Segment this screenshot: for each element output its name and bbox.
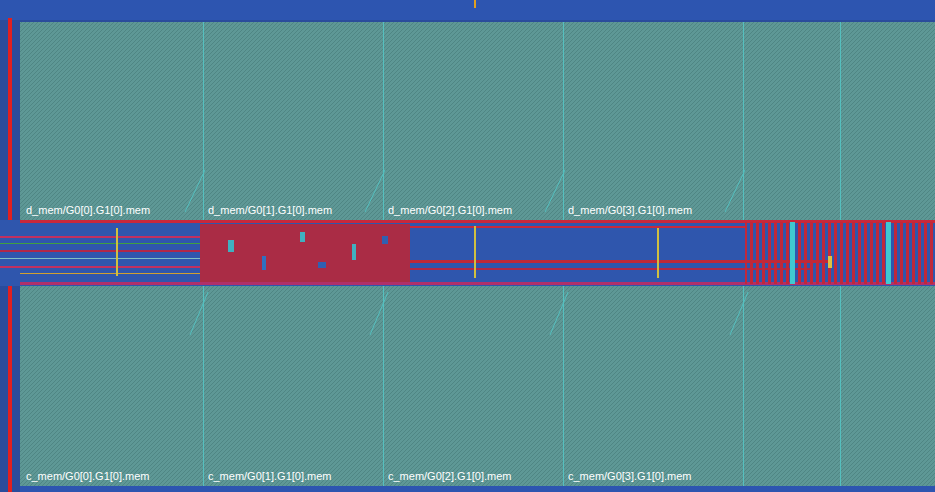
instance-label: d_mem/G0[3].G1[0].mem <box>568 204 692 217</box>
memory-macro: d_mem/G0[3].G1[0].mem <box>564 22 743 220</box>
memory-macro: c_mem/G0[0].G1[0].mem <box>22 286 203 486</box>
macro-hatch <box>20 286 935 486</box>
pin-flyline <box>190 292 208 335</box>
wire <box>410 226 745 228</box>
wire <box>0 243 200 244</box>
pin-flyline <box>545 170 565 212</box>
top-bar <box>0 0 935 20</box>
congestion <box>200 224 410 282</box>
memory-macro: c_mem/G0[2].G1[0].mem <box>384 286 563 486</box>
divider <box>840 22 841 220</box>
memory-macro: c_mem/G0[3].G1[0].mem <box>564 286 743 486</box>
wire <box>828 256 832 268</box>
congestion-spot <box>382 236 388 244</box>
divider <box>563 22 564 220</box>
wire <box>0 258 200 259</box>
marker <box>474 0 476 8</box>
pin-flyline <box>725 170 745 212</box>
divider <box>203 22 204 220</box>
divider <box>840 286 841 486</box>
congestion-spot <box>228 240 234 252</box>
divider <box>563 286 564 486</box>
bottom-bar <box>20 486 935 492</box>
memory-macro: d_mem/G0[2].G1[0].mem <box>384 22 563 220</box>
memory-macro: d_mem/G0[1].G1[0].mem <box>204 22 383 220</box>
congestion-spot <box>262 256 266 270</box>
instance-label: d_mem/G0[0].G1[0].mem <box>26 204 150 217</box>
macro-hatch <box>20 22 935 220</box>
divider <box>383 286 384 486</box>
instance-label: c_mem/G0[3].G1[0].mem <box>568 470 691 483</box>
strap <box>790 222 795 284</box>
pin-flyline <box>550 292 568 335</box>
wire <box>0 236 200 238</box>
instance-label: c_mem/G0[1].G1[0].mem <box>208 470 331 483</box>
divider <box>203 286 204 486</box>
instance-label: d_mem/G0[1].G1[0].mem <box>208 204 332 217</box>
macro-area <box>20 286 935 486</box>
pin-flyline <box>370 292 388 335</box>
instance-label: c_mem/G0[0].G1[0].mem <box>26 470 149 483</box>
wire <box>20 273 200 274</box>
routing-channel <box>0 220 935 286</box>
memory-macro: d_mem/G0[0].G1[0].mem <box>22 22 203 220</box>
memory-macro: c_mem/G0[1].G1[0].mem <box>204 286 383 486</box>
route-stripes <box>745 222 935 284</box>
wire <box>116 228 118 276</box>
instance-label: d_mem/G0[2].G1[0].mem <box>388 204 512 217</box>
wire <box>0 250 200 252</box>
congestion-spot <box>318 262 326 268</box>
wire <box>0 266 200 268</box>
instance-label: c_mem/G0[2].G1[0].mem <box>388 470 511 483</box>
pin-flyline <box>730 292 748 335</box>
divider <box>383 22 384 220</box>
divider <box>743 22 744 220</box>
macro-area <box>20 22 935 220</box>
congestion-spot <box>300 232 305 242</box>
divider <box>743 286 744 486</box>
congestion-spot <box>352 244 356 260</box>
wire <box>657 228 659 278</box>
strap <box>886 222 891 284</box>
wire <box>474 226 476 278</box>
pin-flyline <box>365 170 385 212</box>
pin-flyline <box>185 170 205 212</box>
